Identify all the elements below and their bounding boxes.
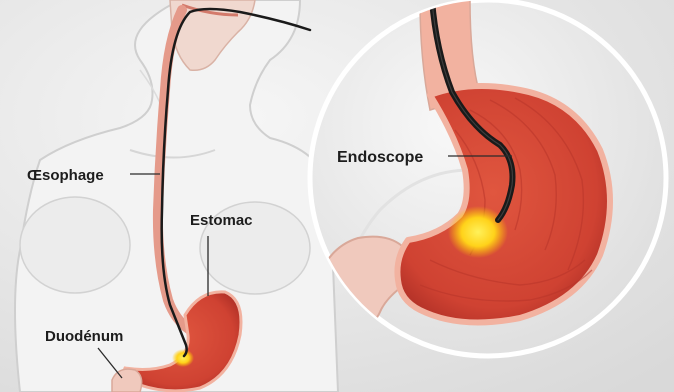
magnified-view <box>310 0 666 356</box>
stomach-label: Estomac <box>190 212 253 229</box>
duodenum-label: Duodénum <box>45 328 123 345</box>
esophagus-label: Œsophage <box>27 167 104 184</box>
duodenum-small <box>112 369 142 392</box>
endoscope-label: Endoscope <box>337 149 423 166</box>
